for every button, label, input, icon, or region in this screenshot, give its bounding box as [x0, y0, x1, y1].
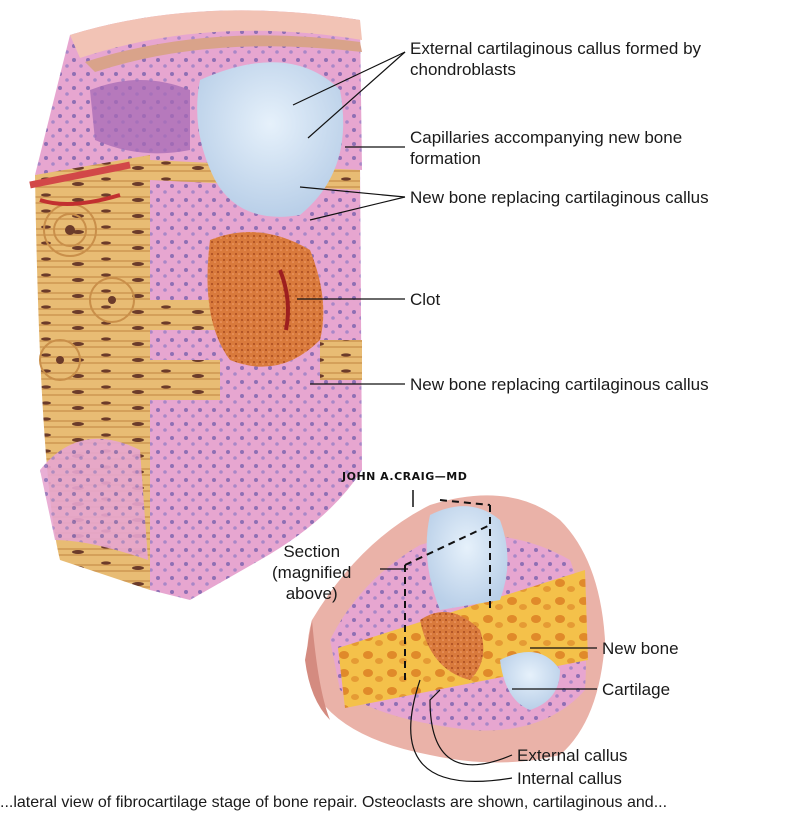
label-section: Section (magnified above) — [272, 542, 352, 603]
cortical-bone-left-face — [35, 150, 150, 590]
label-new-bone-upper: New bone replacing cartilaginous callus — [410, 188, 709, 207]
label-capillaries: Capillaries accompanying new bone format… — [410, 128, 683, 168]
label-internal-callus: Internal callus — [517, 769, 622, 788]
label-new-bone-lower: New bone replacing cartilaginous callus — [410, 375, 709, 394]
label-new-bone: New bone — [602, 639, 679, 658]
label-external-cartilaginous-callus: External cartilaginous callus formed by … — [410, 39, 702, 79]
label-external-callus: External callus — [517, 746, 628, 765]
leader-lines — [292, 51, 597, 782]
callus-front-face — [29, 150, 362, 600]
external-callus-cap — [35, 10, 362, 217]
figure-caption: ...lateral view of fibrocartilage stage … — [0, 794, 668, 811]
label-clot: Clot — [410, 290, 441, 309]
label-cartilage: Cartilage — [602, 680, 671, 699]
artist-signature: JOHN A.CRAIG—MD — [342, 470, 468, 483]
bone-specimen — [305, 495, 605, 763]
